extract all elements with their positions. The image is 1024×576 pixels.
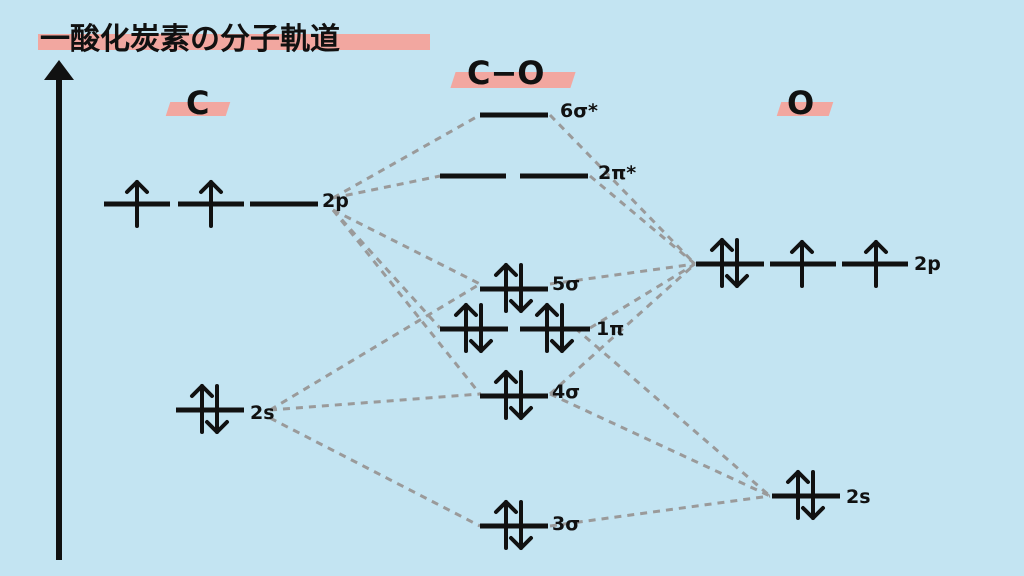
electron-pair-icon xyxy=(494,370,533,420)
electron-pair-icon xyxy=(190,384,229,434)
electron-up-icon xyxy=(199,180,223,228)
electron-pair-icon xyxy=(535,303,574,353)
electron-up-icon xyxy=(790,240,814,288)
electron-pair-icon xyxy=(494,263,533,313)
mo-4sigma-label: 4σ xyxy=(552,381,581,403)
correlation-lines xyxy=(269,113,771,528)
mo-3sigma-label: 3σ xyxy=(552,513,581,535)
electron-pair-icon xyxy=(494,500,533,550)
mo-6sigma-star-label: 6σ* xyxy=(560,100,598,122)
c-2p-label: 2p xyxy=(322,190,349,212)
electron-up-icon xyxy=(125,180,149,228)
diagram-title: 一酸化炭素の分子軌道 xyxy=(38,14,430,58)
column-header-o: O xyxy=(776,84,834,122)
column-header-co: C−O xyxy=(450,54,576,92)
c-2s-label: 2s xyxy=(250,402,275,424)
mo-2pi-star-label: 2π* xyxy=(598,162,637,184)
electron-pair-icon xyxy=(710,238,749,288)
o-2s-label: 2s xyxy=(846,486,871,508)
electron-pair-icon xyxy=(454,303,493,353)
mo-1pi-label: 1π xyxy=(596,318,625,340)
electrons xyxy=(125,180,888,550)
column-header-c: C xyxy=(165,84,231,122)
o-2p-label: 2p xyxy=(914,253,941,275)
title-highlight xyxy=(38,34,430,50)
orbital-levels xyxy=(104,112,908,529)
electron-pair-icon xyxy=(786,470,825,520)
electron-up-icon xyxy=(864,240,888,288)
energy-axis xyxy=(44,60,74,560)
mo-5sigma-label: 5σ xyxy=(552,273,581,295)
